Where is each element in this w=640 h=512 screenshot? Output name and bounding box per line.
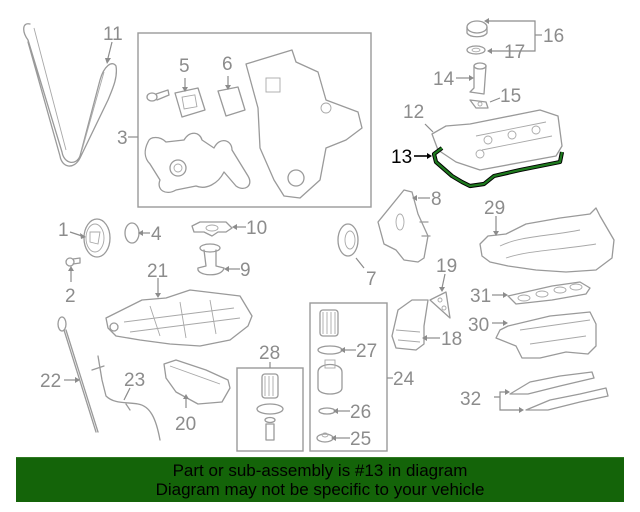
pulley-bolt-part-2[interactable]	[65, 257, 81, 267]
oil-strainer-part-9[interactable]	[197, 243, 225, 276]
label-32: 32	[460, 389, 481, 410]
label-8: 8	[431, 189, 442, 210]
gasket-part-10[interactable]	[191, 221, 233, 237]
filler-pipe-part-14[interactable]	[469, 62, 487, 95]
oil-pan-part-21[interactable]	[105, 289, 253, 347]
intake-manifold-part-29[interactable]	[479, 207, 615, 273]
label-9: 9	[240, 260, 251, 281]
label-7: 7	[366, 269, 377, 290]
label-13: 13	[391, 147, 412, 168]
timing-cover-part[interactable]	[245, 49, 363, 199]
label-4: 4	[151, 224, 162, 245]
label-15: 15	[500, 86, 521, 107]
oil-filter-part-24[interactable]	[319, 309, 339, 337]
banner-line-2: Diagram may not be specific to your vehi…	[155, 480, 485, 499]
valve-cover-gasket-part-13[interactable]	[431, 146, 565, 189]
group-box-28	[236, 367, 304, 452]
gasket-part-19[interactable]	[429, 291, 451, 319]
label-6: 6	[222, 54, 233, 75]
label-17: 17	[504, 42, 525, 63]
o-ring-part-27[interactable]	[317, 345, 343, 355]
label-22: 22	[40, 371, 61, 392]
label-27: 27	[356, 341, 377, 362]
label-30: 30	[468, 315, 489, 336]
intake-gasket-part-31[interactable]	[507, 281, 591, 305]
lower-intake-part-30[interactable]	[495, 311, 597, 359]
water-pump-part[interactable]	[144, 132, 251, 194]
oil-filter-bracket-part-18[interactable]	[391, 299, 429, 351]
plate-part-8[interactable]	[377, 189, 431, 263]
dipstick-tube-part-23[interactable]	[91, 355, 161, 441]
banner-line-1: Part or sub-assembly is #13 in diagram	[172, 461, 468, 480]
label-11: 11	[103, 24, 123, 45]
label-16: 16	[543, 26, 564, 47]
oil-filler-cap-part-16[interactable]	[466, 20, 488, 38]
label-25: 25	[350, 429, 371, 450]
lower-oil-pan-part-20[interactable]	[163, 359, 231, 405]
label-2: 2	[65, 286, 76, 307]
label-1: 1	[58, 220, 69, 241]
oil-seal-part-7[interactable]	[337, 223, 359, 257]
label-5: 5	[179, 56, 190, 77]
label-14: 14	[433, 69, 455, 90]
oil-filter-element-kit-part-28[interactable]	[256, 373, 284, 441]
gasket-part-5[interactable]	[174, 87, 206, 118]
label-3: 3	[117, 128, 128, 149]
label-18: 18	[441, 329, 462, 350]
timing-chain-part-11[interactable]	[23, 23, 118, 167]
o-ring-part-26[interactable]	[318, 407, 336, 415]
label-12: 12	[403, 102, 424, 123]
valve-cover-part-12[interactable]	[431, 109, 563, 171]
group-box-3	[137, 32, 372, 208]
o-ring-part-4[interactable]	[124, 222, 140, 244]
notice-banner: Part or sub-assembly is #13 in diagram D…	[16, 457, 624, 502]
group-box-24	[309, 302, 388, 452]
label-20: 20	[175, 414, 196, 435]
label-10: 10	[246, 218, 267, 239]
label-28: 28	[259, 343, 280, 364]
filler-gasket-part-15[interactable]	[469, 99, 489, 109]
bolt-part[interactable]	[146, 89, 170, 102]
crankshaft-pulley-part-1[interactable]	[83, 218, 111, 258]
label-23: 23	[124, 370, 145, 391]
label-21: 21	[147, 261, 168, 282]
filter-cap-part[interactable]	[317, 359, 343, 395]
cap-gasket-part-17[interactable]	[466, 45, 486, 55]
label-24: 24	[393, 369, 415, 390]
label-31: 31	[470, 286, 491, 307]
exhaust-gasket-part-32[interactable]	[509, 371, 609, 411]
drain-plug-part-25[interactable]	[316, 432, 334, 443]
label-29: 29	[484, 198, 505, 219]
gasket-part-6[interactable]	[217, 86, 246, 117]
label-26: 26	[350, 402, 371, 423]
dipstick-part-22[interactable]	[57, 316, 99, 433]
label-19: 19	[436, 256, 457, 277]
